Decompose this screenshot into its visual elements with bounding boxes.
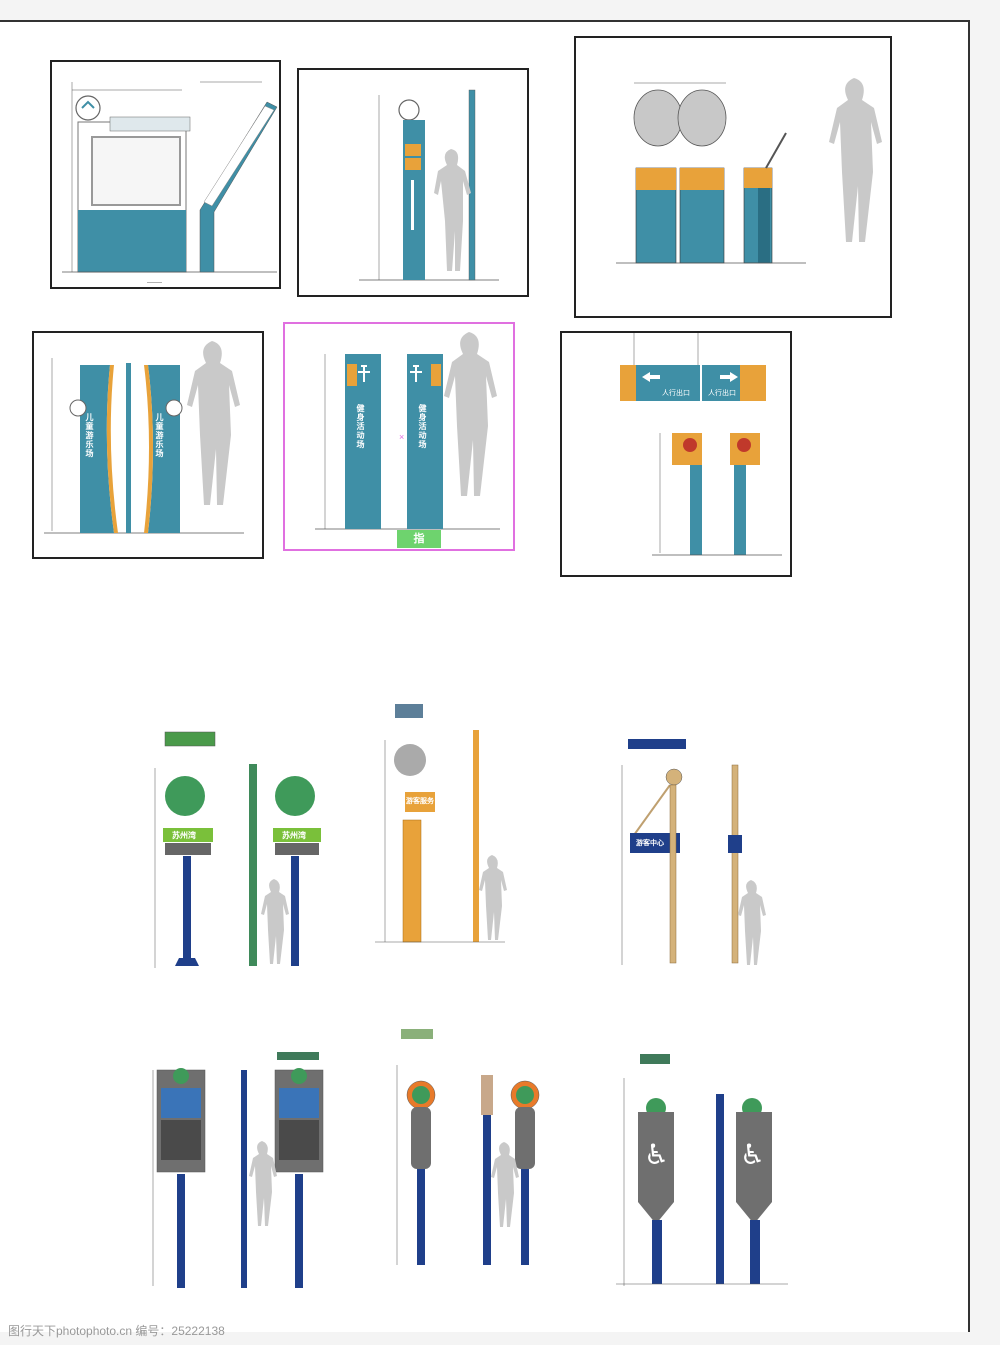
wayfinding-sign-globe[interactable] bbox=[145, 728, 335, 968]
wheelchair-icon: ♿ bbox=[644, 1138, 670, 1171]
accessible-sign[interactable] bbox=[612, 1050, 792, 1290]
svg-text:———: ——— bbox=[147, 280, 162, 286]
park-name-right: 苏州湾 bbox=[282, 831, 306, 840]
move-handle[interactable]: 指 bbox=[397, 530, 441, 548]
move-handle-label: 指 bbox=[413, 533, 425, 545]
exit-signs-drawing bbox=[620, 333, 782, 556]
orange-panel-label: 游客服务 bbox=[406, 798, 434, 805]
playground-text-right: 儿童游乐场 bbox=[155, 413, 164, 458]
panel-notice-board[interactable]: ——— bbox=[50, 60, 281, 289]
fitness-text-left: 健身活动场 bbox=[356, 404, 365, 449]
panel-directory-sign[interactable] bbox=[297, 68, 529, 297]
panel-fitness-sign[interactable]: × 健身活动场 健身活动场 指 bbox=[283, 322, 515, 551]
wheelchair-icon: ♿ bbox=[740, 1138, 766, 1171]
exit-label-right: 人行出口 bbox=[708, 390, 736, 397]
svg-text:×: × bbox=[399, 432, 404, 442]
playground-text-left: 儿童游乐场 bbox=[85, 413, 94, 458]
fitness-text-right: 健身活动场 bbox=[418, 404, 427, 449]
watermark: 图行天下photophoto.cn 编号：25222138 bbox=[8, 1324, 225, 1338]
blue-panel-label: 游客中心 bbox=[636, 840, 664, 847]
panel-exit-signs[interactable]: 人行出口 人行出口 bbox=[560, 331, 792, 577]
park-name-left: 苏州湾 bbox=[172, 831, 196, 840]
exit-label-left: 人行出口 bbox=[662, 390, 690, 397]
directory-sign-drawing bbox=[359, 89, 499, 281]
notice-board-drawing: ——— bbox=[62, 81, 278, 286]
wayfinding-sign-orange[interactable] bbox=[365, 700, 515, 950]
panel-recycle-bins[interactable] bbox=[574, 36, 892, 318]
panel-playground-sign[interactable]: 儿童游乐场 儿童游乐场 bbox=[32, 331, 264, 559]
ring-top-sign[interactable] bbox=[385, 1025, 555, 1275]
recycle-bins-drawing bbox=[616, 78, 882, 264]
wayfinding-sign-tan[interactable] bbox=[610, 725, 770, 975]
fitness-sign-drawing: × bbox=[315, 332, 500, 530]
info-board-sign[interactable] bbox=[145, 1050, 335, 1290]
playground-sign-drawing bbox=[44, 341, 244, 534]
